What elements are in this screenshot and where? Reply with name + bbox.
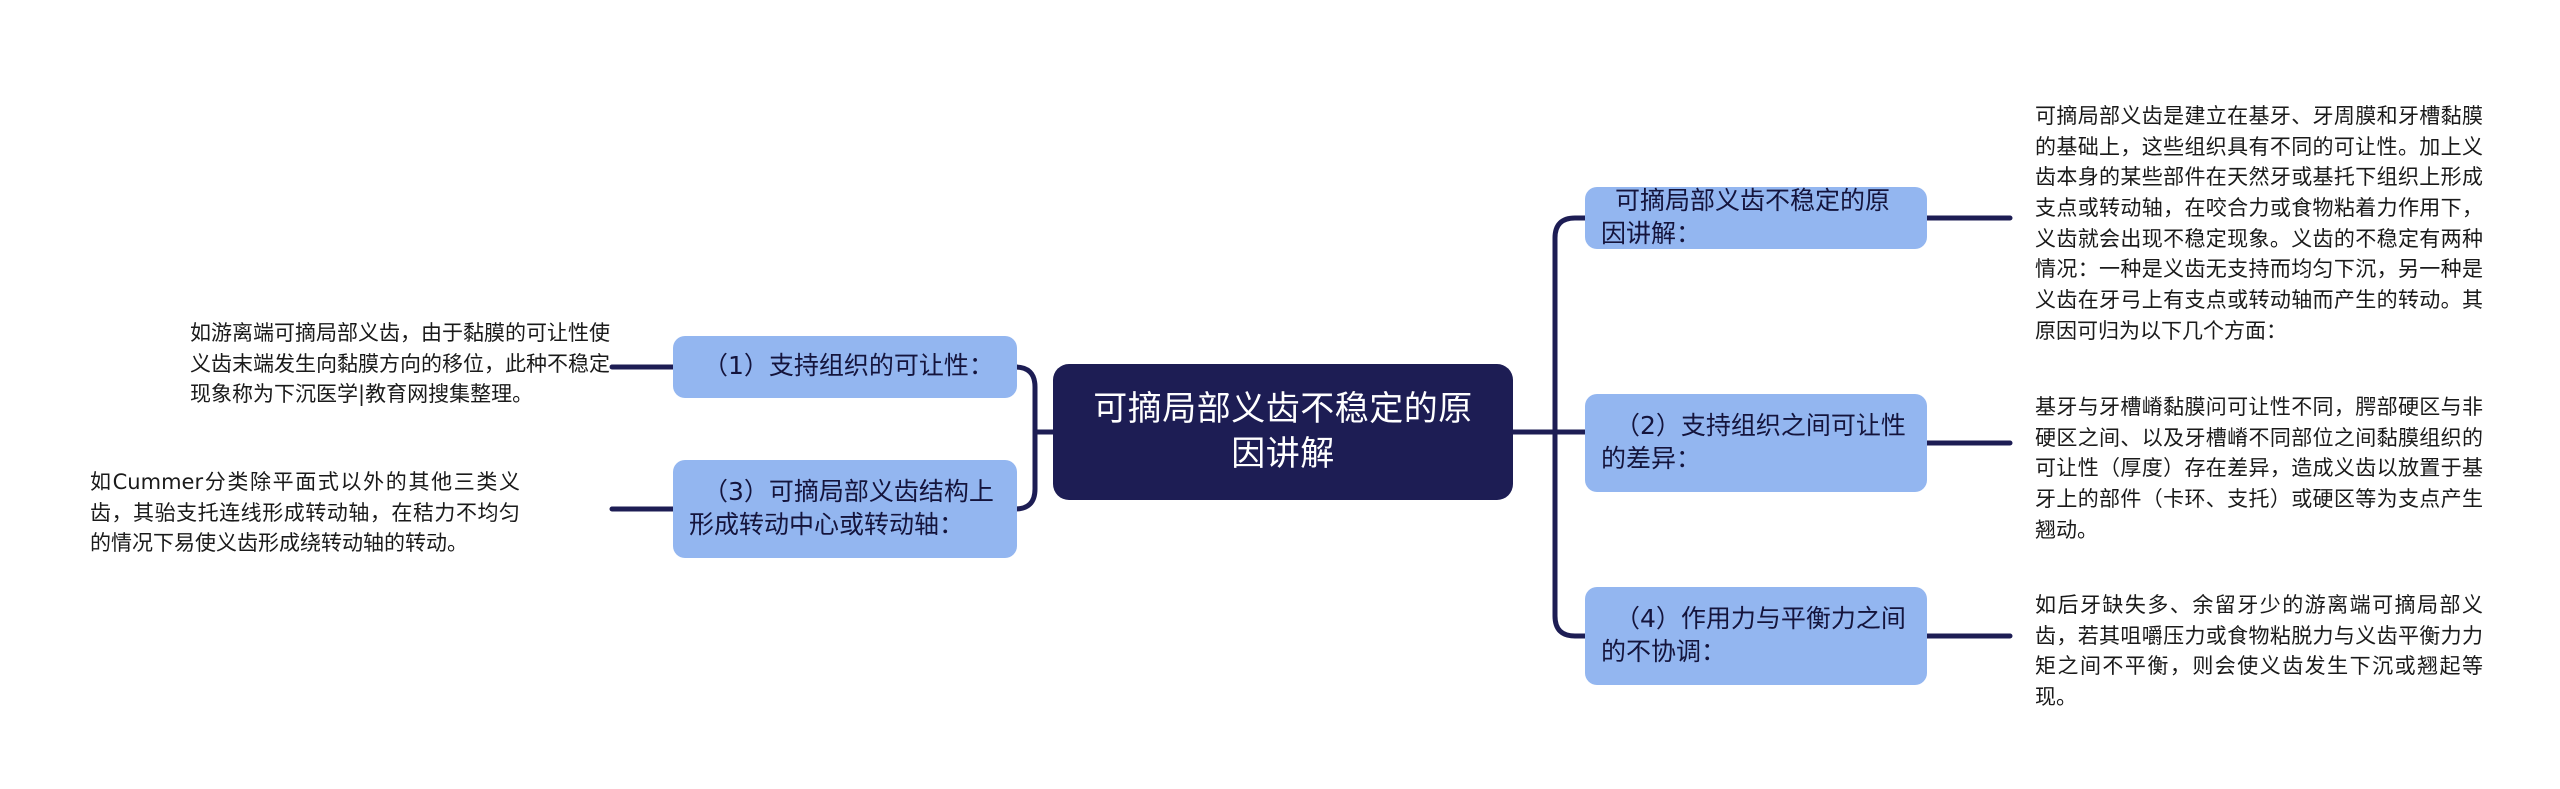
link-left-branch-2 xyxy=(1012,429,1038,512)
link-left-branch-1 xyxy=(1012,364,1038,435)
branch-node-left-2-label: （3）可摘局部义齿结构上形成转动中心或转动轴： xyxy=(689,476,994,540)
branch-node-right-2[interactable]: （2）支持组织之间可让性的差异： xyxy=(1585,394,1927,492)
branch-node-right-2-label: （2）支持组织之间可让性的差异： xyxy=(1601,410,1906,474)
leaf-text-right-3: 如后牙缺失多、余留牙少的游离端可摘局部义齿，若其咀嚼压力或食物粘脱力与义齿平衡力… xyxy=(2035,593,2483,709)
link-right-branch-3 xyxy=(1552,429,1588,639)
leaf-text-left-1: 如游离端可摘局部义齿，由于黏膜的可让性使义齿末端发生向黏膜方向的移位，此种不稳定… xyxy=(190,321,610,407)
root-node-label: 可摘局部义齿不稳定的原因讲解 xyxy=(1093,389,1473,474)
root-node[interactable]: 可摘局部义齿不稳定的原因讲解 xyxy=(1053,364,1513,500)
branch-node-right-3[interactable]: （4）作用力与平衡力之间的不协调： xyxy=(1585,587,1927,685)
branch-node-right-3-label: （4）作用力与平衡力之间的不协调： xyxy=(1601,603,1906,667)
branch-node-left-1-label: （1）支持组织的可让性： xyxy=(703,351,994,381)
leaf-text-right-1: 可摘局部义齿是建立在基牙、牙周膜和牙槽黏膜的基础上，这些组织具有不同的可让性。加… xyxy=(2035,104,2483,343)
leaf-text-right-2: 基牙与牙槽嵴黏膜问可让性不同，腭部硬区与非硬区之间、以及牙槽嵴不同部位之间黏膜组… xyxy=(2035,395,2483,542)
branch-node-right-1-label: 可摘局部义齿不稳定的原因讲解： xyxy=(1601,185,1891,249)
leaf-text-left-2: 如Cummer分类除平面式以外的其他三类义齿，其骀支托连线形成转动轴，在秸力不均… xyxy=(90,470,520,556)
link-right-branch-1 xyxy=(1552,215,1588,435)
branch-node-left-1[interactable]: （1）支持组织的可让性： xyxy=(673,336,1017,398)
branch-node-left-2[interactable]: （3）可摘局部义齿结构上形成转动中心或转动轴： xyxy=(673,460,1017,558)
branch-node-right-1[interactable]: 可摘局部义齿不稳定的原因讲解： xyxy=(1585,185,1927,249)
